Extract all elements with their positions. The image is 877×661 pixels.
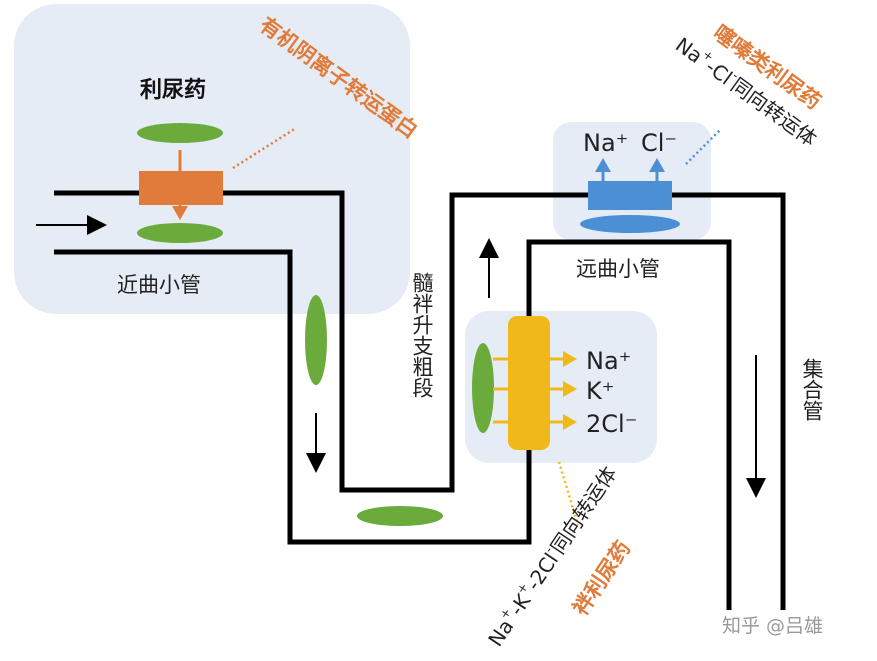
ncc-na-arrow [595,158,611,172]
ncc-pointer [685,129,721,165]
watermark: 知乎 @吕雄 [722,615,823,637]
loop-ion-na: Na⁺ [586,347,631,375]
loop-class-label: 袢利尿药 [568,537,635,620]
drug-label: 利尿药 [140,78,206,103]
collecting-duct-label: 集合管 [800,358,824,421]
nkcc-name-na: Na [483,615,518,651]
nkcc-cl-arrow [563,414,577,430]
loop-ion-cl: 2Cl⁻ [586,410,637,438]
proximal-tubule-label: 近曲小管 [117,273,201,297]
ascending-limb-label: 髓袢升支粗段 [410,272,434,398]
nkcc-na-arrow [563,351,577,367]
tubule-walls [54,190,786,610]
proximal-bottom-ellipse [137,223,223,243]
nkcc-name-minus: - [542,544,556,555]
distal-ion-na: Na⁺ [583,129,628,157]
tubule-outer-wall [54,190,786,610]
ncc-base-ellipse [580,215,680,233]
ncc-name-minus: - [730,69,742,83]
ncc-name-na: Na [671,33,707,68]
nkcc-pointer [557,461,580,526]
ncc-transporter [588,181,672,210]
loop-class-group: 袢利尿药 [568,537,635,620]
proximal-panel [14,4,410,314]
nkcc-name-label: Na+-K+-2Cl-同向转运体 [482,461,622,651]
nkcc-transporter [508,316,550,450]
ascending-ellipse [472,343,494,433]
descending-ellipse [305,295,327,385]
tubule-inner-wall [54,239,732,610]
ncc-cl-arrow [649,158,665,172]
distal-ion-cl: Cl⁻ [641,129,677,157]
oat-down-arrow [172,206,188,220]
proximal-top-ellipse [137,123,223,143]
bottom-loop-ellipse [357,506,443,526]
nkcc-k-arrow [563,381,577,397]
loop-ion-k: K⁺ [586,377,614,405]
oat-transporter [139,171,223,205]
nkcc-name-group: Na+-K+-2Cl-同向转运体 [482,461,622,651]
distal-tubule-label: 远曲小管 [576,257,660,281]
